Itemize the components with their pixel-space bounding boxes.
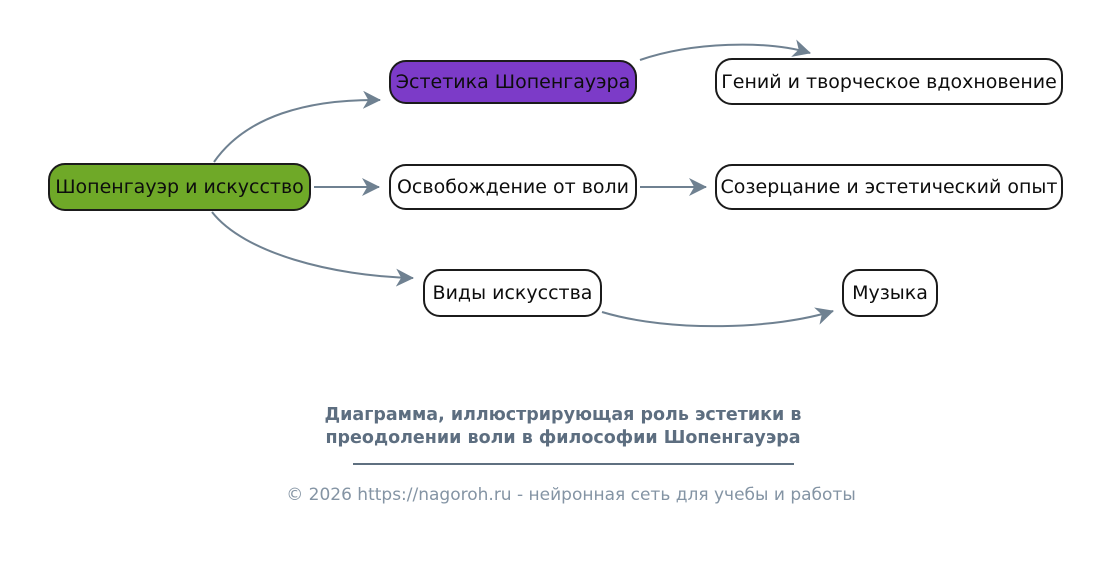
watermark-text: © 2026 https://nagoroh.ru - нейронная се… (286, 485, 856, 505)
edge-root-aesthetics (213, 90, 381, 163)
edge-artforms-music (601, 307, 834, 328)
node-contemplation-label: Созерцание и эстетический опыт (720, 176, 1058, 198)
caption-line-2: преодолении воли в философии Шопенгауэра (325, 428, 801, 448)
node-aesthetics-label: Эстетика Шопенгауэра (395, 71, 631, 93)
node-art-forms-label: Виды искусства (432, 282, 593, 304)
caption-divider (353, 463, 794, 465)
node-root: Шопенгауэр и искусство (48, 163, 311, 211)
node-music: Музыка (842, 269, 938, 317)
node-genius: Гений и творческое вдохновение (715, 58, 1063, 105)
node-aesthetics: Эстетика Шопенгауэра (389, 60, 637, 104)
node-music-label: Музыка (852, 282, 928, 304)
node-root-label: Шопенгауэр и искусство (55, 176, 304, 198)
node-liberation-label: Освобождение от воли (396, 176, 630, 198)
edge-aesthetics-genius (639, 39, 811, 61)
node-contemplation: Созерцание и эстетический опыт (715, 164, 1063, 210)
caption: Диаграмма, иллюстрирующая роль эстетики … (14, 404, 1112, 450)
node-art-forms: Виды искусства (423, 269, 602, 317)
caption-line-1: Диаграмма, иллюстрирующая роль эстетики … (324, 405, 802, 425)
node-genius-label: Гений и творческое вдохновение (721, 70, 1057, 93)
node-liberation: Освобождение от воли (389, 164, 637, 210)
edge-root-artforms (211, 211, 414, 287)
